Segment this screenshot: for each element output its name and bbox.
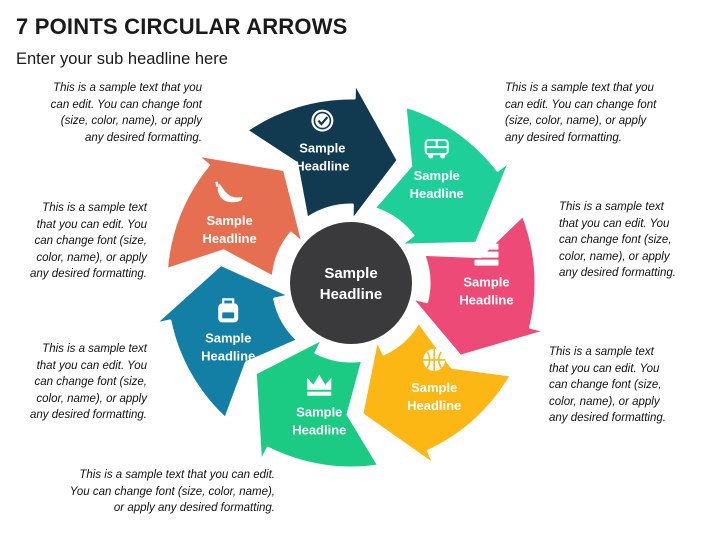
arrow-label-line1: Sample: [296, 405, 342, 420]
arrow-shape-3: [360, 320, 513, 468]
desc-line: This is a sample text that you can edit.: [79, 469, 275, 481]
bus-icon: [424, 139, 449, 159]
point-5-description: This is a sample text that you can edit.…: [40, 467, 275, 517]
arrow-label-line1: Sample: [463, 275, 509, 290]
desc-line: can change font (size,: [549, 379, 662, 391]
arrow-shape-7: [244, 80, 400, 223]
backpack-icon: [218, 298, 239, 323]
arrow-shape-1: [372, 104, 512, 247]
desc-line: You can change font (size, color, name),: [69, 485, 275, 498]
desc-line: any desired formatting.: [549, 412, 666, 424]
point-6-description: This is a sample text that you can edit.…: [5, 341, 147, 424]
arrow-label-line2: Headline: [292, 423, 346, 438]
page-title: 7 POINTS CIRCULAR ARROWS: [16, 14, 348, 39]
point-7-description: This is a sample text that you can edit.…: [5, 200, 147, 283]
desc-line: color, name), or apply: [559, 250, 670, 263]
page-subtitle: Enter your sub headline here: [16, 50, 228, 68]
center-label-line2: Headline: [320, 286, 383, 303]
desc-line: This is a sample text: [42, 202, 147, 214]
arrow-shape-6: [164, 153, 305, 279]
crown-icon: [307, 374, 332, 396]
banana-icon: [215, 181, 243, 203]
point-2-description: This is a sample text that you can edit.…: [505, 80, 705, 146]
point-1-description: This is a sample text that you can edit.…: [12, 80, 202, 146]
desc-line: can change font (size,: [34, 376, 147, 388]
center-label-line1: Sample: [324, 265, 377, 282]
desc-line: that you can edit. You: [36, 218, 147, 231]
badge-check-icon: [311, 109, 334, 132]
desc-line: that you can edit. You: [559, 217, 670, 230]
arrow-label-line1: Sample: [206, 213, 252, 228]
desc-line: that you can edit. You: [549, 362, 660, 375]
arrow-label-line2: Headline: [407, 398, 461, 413]
desc-line: color, name), or apply: [549, 395, 660, 408]
center-hub: [290, 222, 412, 344]
desc-line: can edit. You can change font: [50, 98, 202, 111]
desc-line: can edit. You can change font: [505, 98, 657, 111]
point-4-description: This is a sample text that you can edit.…: [549, 344, 709, 427]
arrow-label-line1: Sample: [299, 141, 345, 156]
desc-line: This is a sample text that you: [505, 82, 654, 94]
desc-line: This is a sample text: [42, 343, 147, 355]
arrow-shape-4: [253, 336, 381, 470]
arrow-label-line2: Headline: [201, 348, 255, 363]
arrow-shape-2: [409, 213, 548, 358]
desc-line: This is a sample text that you: [53, 82, 202, 94]
arrow-label-line2: Headline: [295, 159, 349, 174]
desc-line: or apply any desired formatting.: [113, 502, 275, 514]
desc-line: (size, color, name), or apply: [60, 115, 202, 127]
arrow-label-line2: Headline: [203, 231, 257, 246]
arrow-label-line1: Sample: [411, 380, 457, 395]
desc-line: any desired formatting.: [559, 267, 676, 279]
desc-line: color, name), or apply: [36, 392, 147, 405]
desc-line: This is a sample text: [549, 346, 654, 358]
desc-line: can change font (size,: [34, 235, 147, 247]
books-icon: [474, 243, 499, 266]
desc-line: can change font (size,: [559, 234, 672, 246]
arrow-label-line2: Headline: [459, 293, 513, 308]
desc-line: color, name), or apply: [36, 251, 147, 264]
arrow-label-line1: Sample: [414, 168, 460, 183]
arrow-label-line2: Headline: [410, 186, 464, 201]
desc-line: This is a sample text: [559, 201, 664, 213]
desc-line: any desired formatting.: [30, 268, 147, 280]
arrow-label-line1: Sample: [205, 330, 251, 345]
basketball-icon: [423, 348, 446, 371]
desc-line: any desired formatting.: [30, 409, 147, 421]
desc-line: (size, color, name), or apply: [505, 115, 647, 127]
desc-line: any desired formatting.: [85, 131, 202, 144]
arrow-shape-5: [152, 262, 300, 421]
desc-line: any desired formatting.: [505, 131, 622, 144]
point-3-description: This is a sample text that you can edit.…: [559, 199, 714, 282]
desc-line: that you can edit. You: [36, 359, 147, 372]
arrows-layer: SampleHeadlineSampleHeadlineSampleHeadli…: [152, 80, 548, 470]
